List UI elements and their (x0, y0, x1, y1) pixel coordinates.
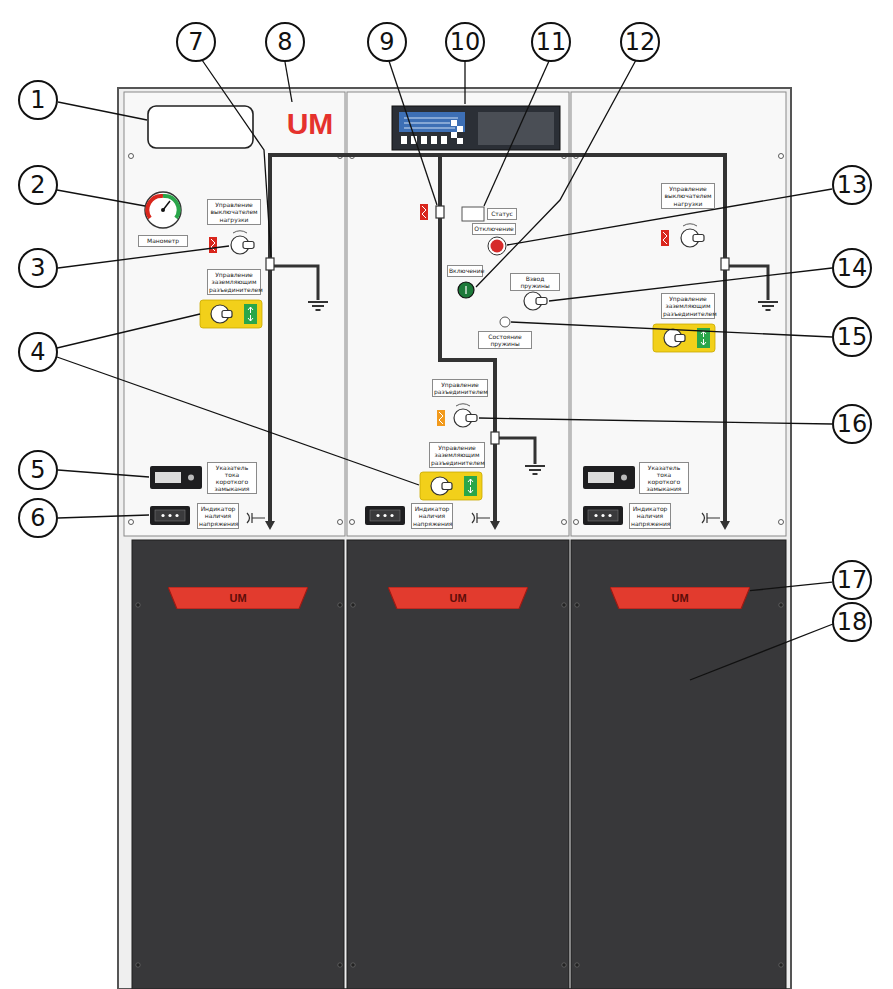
door-screws (136, 603, 783, 967)
panel-label: Управление заземляющим разъединителем (429, 442, 485, 468)
leader-lines (57, 60, 833, 680)
logo-plate: UM (388, 587, 528, 609)
callout-circle: 5 (18, 450, 58, 490)
callout-circle: 12 (620, 22, 660, 62)
panel-label: Отключение (472, 223, 516, 234)
callout-number: 15 (837, 325, 868, 349)
callout-circle: 3 (18, 248, 58, 288)
callout-number: 16 (837, 412, 868, 436)
leader-line (750, 582, 832, 591)
cabinet-frame (118, 88, 791, 989)
callout-number: 18 (837, 610, 868, 634)
callout-circle: 2 (18, 165, 58, 205)
panel-label: Управление заземляющим разъединителем (661, 293, 715, 319)
callout-circle: 8 (265, 22, 305, 62)
panel-label: Указатель тока короткого замыкания (207, 462, 257, 495)
panel-label: Управление выключателем нагрузки (661, 183, 715, 209)
panel-label: Управление выключателем нагрузки (207, 199, 261, 225)
callout-circle: 6 (18, 498, 58, 538)
panel-label: Указатель тока короткого замыкания (639, 462, 689, 495)
control-knobs (209, 204, 704, 427)
callout-circle: 17 (832, 560, 872, 600)
panel-label: Управление разъединителем (432, 379, 488, 397)
callout-number: 12 (625, 30, 656, 54)
callout-circle: 4 (18, 332, 58, 372)
callout-number: 9 (379, 30, 394, 54)
callout-number: 11 (536, 30, 567, 54)
callout-number: 6 (30, 506, 45, 530)
panel-label: Индикатор наличия напряжения (411, 503, 453, 529)
callout-number: 1 (30, 88, 45, 112)
panel-label: Взвод пружины (510, 273, 560, 291)
plate-outline (168, 587, 308, 609)
pressure-gauge (145, 192, 181, 228)
callout-number: 17 (837, 568, 868, 592)
logo-text: UM (671, 593, 688, 604)
logo-plate: UM (610, 587, 750, 609)
panel-label: Статус (487, 208, 517, 219)
callout-number: 14 (837, 256, 868, 280)
panel-label: Состояние пружины (478, 331, 532, 349)
callout-number: 2 (30, 173, 45, 197)
callout-circle: 9 (367, 22, 407, 62)
panel-label: Включение (447, 265, 483, 276)
callout-circle: 18 (832, 602, 872, 642)
callout-number: 3 (30, 256, 45, 280)
logo-text: UM (229, 593, 246, 604)
switch-contacts (266, 206, 729, 444)
callout-circle: 10 (445, 22, 485, 62)
callout-circle: 15 (832, 317, 872, 357)
protection-relay (392, 106, 560, 150)
callout-number: 10 (450, 30, 481, 54)
callout-number: 7 (188, 30, 203, 54)
callout-number: 4 (30, 340, 45, 364)
logo-plate: UM (168, 587, 308, 609)
brand-logo: UM (287, 109, 334, 139)
callout-circle: 13 (832, 165, 872, 205)
callout-number: 8 (277, 30, 292, 54)
earthing-switch-handles (200, 300, 715, 500)
callout-number: 5 (30, 458, 45, 482)
panel-label: Манометр (138, 235, 188, 246)
callout-number: 13 (837, 173, 868, 197)
plate-outline (610, 587, 750, 609)
callout-circle: 14 (832, 248, 872, 288)
panel-label: Индикатор наличия напряжения (197, 503, 239, 529)
plate-outline (388, 587, 528, 609)
callout-circle: 11 (531, 22, 571, 62)
callout-circle: 16 (832, 404, 872, 444)
logo-text: UM (449, 593, 466, 604)
panel-label: Управление заземляющим разъединителем (207, 269, 261, 295)
callout-circle: 7 (176, 22, 216, 62)
screws (129, 154, 784, 525)
panel-label: Индикатор наличия напряжения (629, 503, 671, 529)
callout-circle: 1 (18, 80, 58, 120)
earthing-branches (274, 266, 778, 474)
busbar-lines (265, 155, 730, 530)
